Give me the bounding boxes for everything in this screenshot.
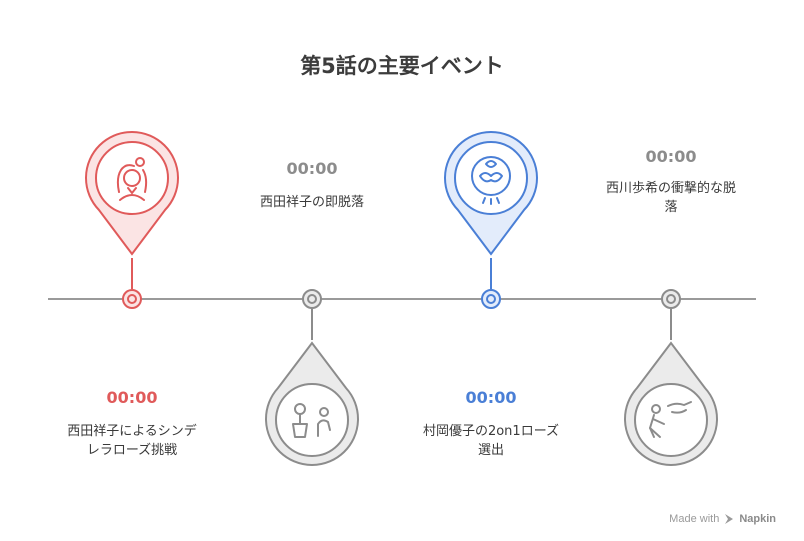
event-1-label: 西田祥子によるシンデ レラローズ挑戦: [67, 424, 197, 458]
event-2-pin[interactable]: [265, 289, 359, 466]
rose-badge-icon: [471, 156, 511, 205]
napkin-logo-icon: [725, 514, 734, 524]
event-4-time: 00:00: [645, 147, 697, 166]
footer-prefix: Made with: [669, 513, 720, 525]
woman-with-flower-icon: [116, 157, 148, 201]
event-2-time: 00:00: [286, 159, 338, 178]
event-1-pin[interactable]: [85, 131, 179, 309]
person-with-flower-icon: [292, 403, 331, 438]
napkin-watermark: Made with Napkin: [669, 513, 776, 525]
event-1-time: 00:00: [106, 388, 158, 407]
event-3-pin[interactable]: [444, 131, 538, 309]
event-2-label: 西田祥子の即脱落: [259, 195, 364, 210]
event-4-pin[interactable]: [624, 289, 718, 466]
event-3-time: 00:00: [465, 388, 517, 407]
footer-brand: Napkin: [739, 513, 776, 525]
diagram-title: 第5話の主要イベント: [300, 54, 504, 78]
person-falling-icon: [649, 401, 692, 438]
event-4-label: 西川歩希の衝撃的な脱 落: [605, 181, 736, 215]
event-3-label: 村岡優子の2on1ローズ 選出: [422, 424, 560, 458]
